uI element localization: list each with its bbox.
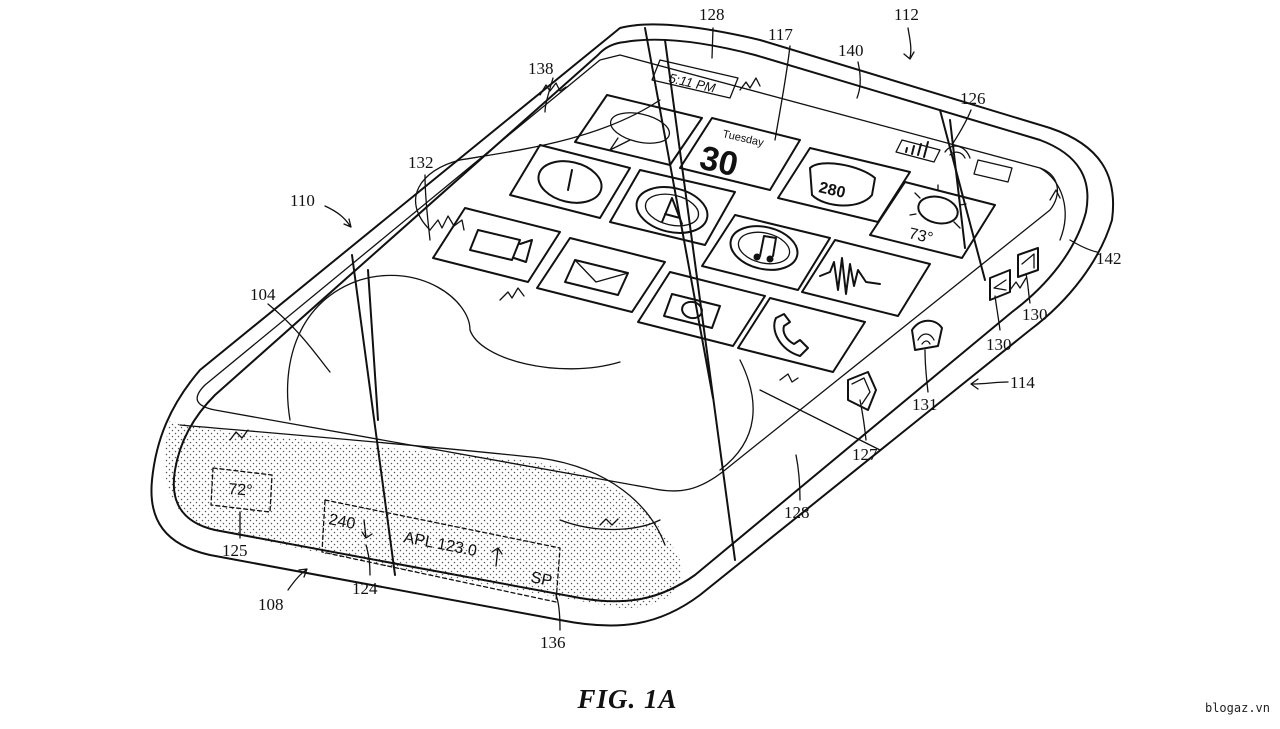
ref-130-b: 130	[986, 335, 1012, 354]
side-controls	[847, 247, 1039, 411]
weather-temp: 73°	[907, 225, 934, 247]
ref-136: 136	[540, 633, 566, 652]
highway-number: 280	[817, 179, 847, 202]
message-bubble-icon	[609, 112, 671, 151]
ref-110: 110	[290, 191, 315, 210]
ref-126: 126	[960, 89, 986, 108]
edge-display-region	[164, 420, 682, 609]
foliage-texture	[229, 77, 1061, 526]
highway-sign-icon: 280	[809, 162, 876, 207]
watermark: blogaz.vn	[1204, 701, 1270, 715]
volume-up-button[interactable]	[1017, 247, 1039, 278]
signal-bars-icon	[895, 139, 941, 163]
app-camera[interactable]	[637, 271, 766, 347]
clock-icon	[537, 160, 603, 204]
ref-128-top: 128	[699, 5, 725, 24]
tree-wallpaper	[286, 99, 881, 531]
right-edge-curve	[1039, 167, 1066, 241]
envelope-icon	[564, 259, 629, 296]
volume-up-arrow-icon	[1021, 253, 1035, 269]
ref-125: 125	[222, 541, 248, 560]
status-indicators	[895, 139, 1013, 183]
device-inner-outline	[172, 38, 1089, 603]
phone-icon	[773, 313, 809, 357]
ref-142: 142	[1096, 249, 1122, 268]
ticker-left: 240	[327, 511, 357, 533]
app-store-icon	[635, 186, 709, 234]
status-time-box[interactable]: 5:11 PM	[651, 59, 739, 99]
figure-caption: FIG. 1A	[577, 684, 678, 714]
edge-temperature-box[interactable]: 72°	[210, 467, 273, 513]
ref-108: 108	[258, 595, 284, 614]
weather-sun-icon	[909, 184, 967, 229]
ref-132: 132	[408, 153, 434, 172]
edge-temperature: 72°	[228, 481, 253, 500]
device-body	[150, 23, 1114, 627]
app-phone[interactable]	[737, 297, 866, 373]
ref-130-a: 130	[1022, 305, 1048, 324]
home-button-shade	[851, 377, 871, 405]
ref-131: 131	[912, 395, 938, 414]
waveform-icon	[819, 257, 881, 295]
volume-down-button[interactable]	[989, 269, 1011, 301]
app-music[interactable]	[701, 214, 831, 291]
device-outer-outline	[150, 23, 1114, 627]
sensing-line-c	[939, 109, 986, 281]
app-mail[interactable]	[536, 237, 666, 313]
ref-104: 104	[250, 285, 276, 304]
reference-numerals: 128 117 112 138 140 126 132 110 142 104 …	[222, 5, 1122, 652]
ref-138: 138	[528, 59, 554, 78]
ticker-right: SP	[529, 569, 553, 590]
ref-127: 127	[852, 445, 878, 464]
ref-112: 112	[894, 5, 919, 24]
app-messages[interactable]	[574, 94, 703, 166]
ref-124: 124	[352, 579, 378, 598]
app-weather[interactable]: 73°	[869, 181, 996, 259]
sensing-line-d	[351, 254, 396, 576]
app-grid: 5:11 PM Tuesday 30	[432, 59, 1013, 373]
app-calendar[interactable]: Tuesday 30	[679, 117, 801, 191]
battery-icon	[973, 159, 1013, 183]
ref-117: 117	[768, 25, 793, 44]
leader-lines	[239, 27, 1098, 631]
app-video[interactable]	[432, 207, 561, 283]
app-voice-memo[interactable]	[801, 239, 931, 317]
sensing-line-a	[644, 27, 714, 399]
calendar-date: 30	[696, 139, 741, 185]
video-camera-icon	[469, 229, 533, 263]
wifi-icon	[944, 145, 971, 159]
app-maps[interactable]: 280	[777, 147, 911, 223]
side-wifi-button[interactable]	[911, 319, 943, 351]
home-button[interactable]	[847, 371, 877, 411]
screen-boundary	[196, 54, 1059, 492]
ref-114: 114	[1010, 373, 1035, 392]
ref-128-bottom: 128	[784, 503, 810, 522]
edge-curve-line	[179, 424, 666, 546]
app-clock[interactable]	[509, 144, 631, 219]
sensing-line-e	[367, 269, 379, 421]
ref-140: 140	[838, 41, 864, 60]
volume-down-arrow-icon	[993, 279, 1007, 291]
side-wifi-icon	[917, 333, 935, 345]
music-note-icon	[729, 225, 799, 271]
app-appstore[interactable]	[609, 169, 736, 246]
camera-icon	[663, 293, 721, 329]
sensing-line-f	[949, 119, 966, 249]
